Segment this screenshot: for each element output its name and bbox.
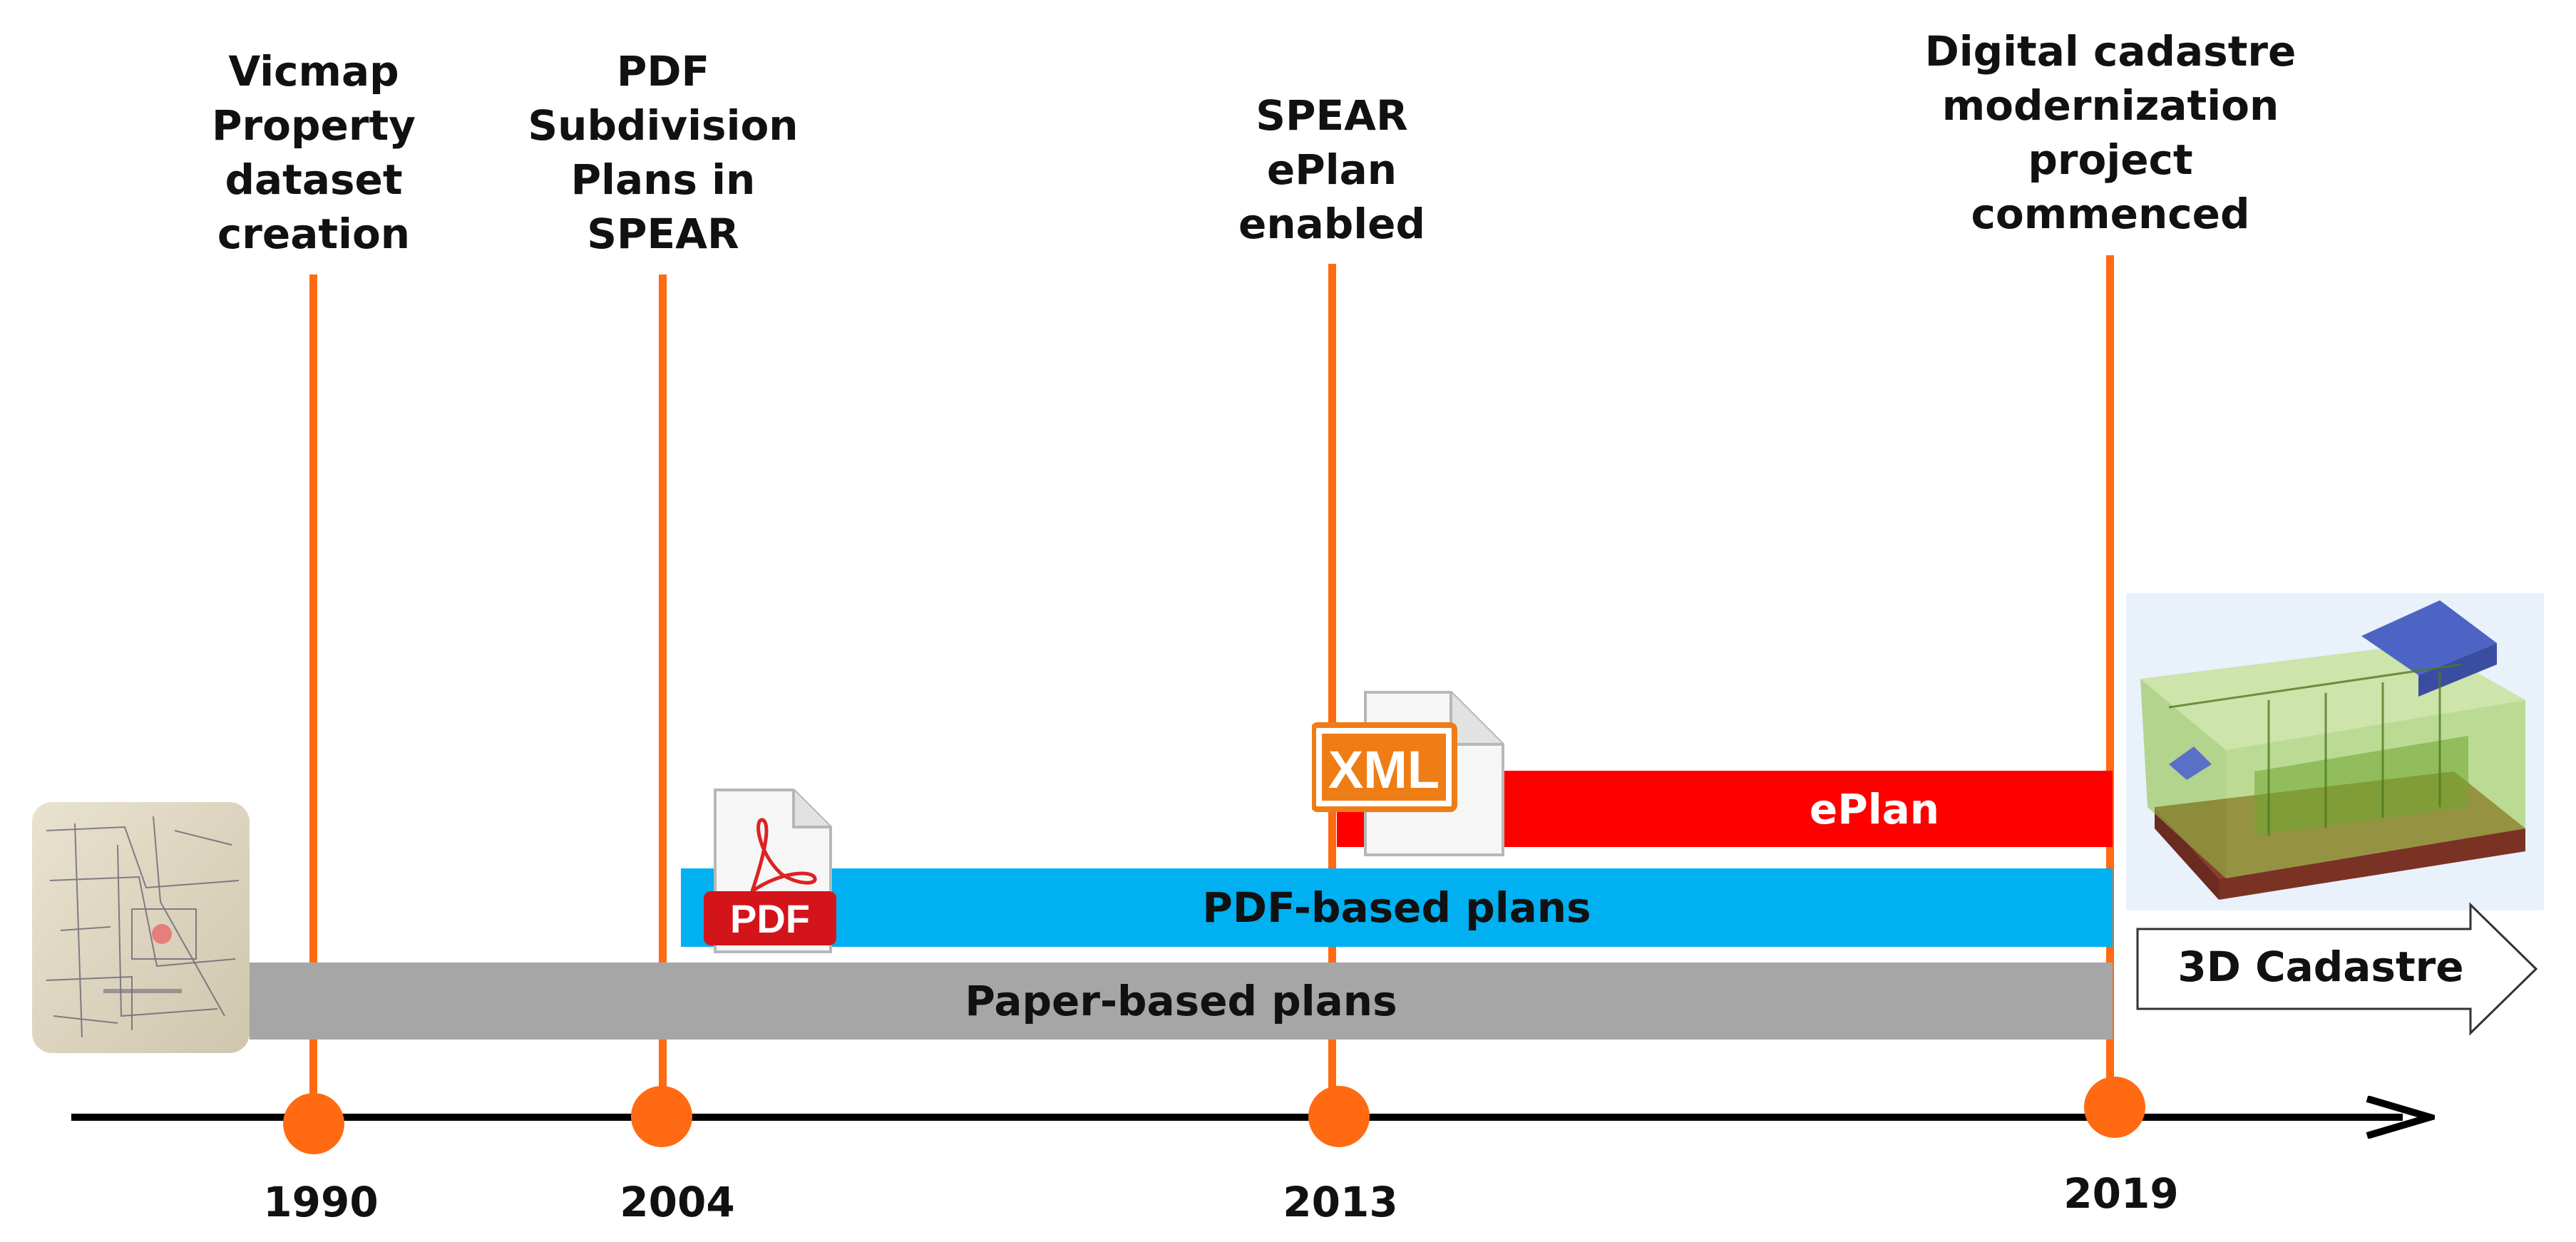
pdf-file-icon: PDF <box>704 789 836 953</box>
paper-plan-image <box>32 802 250 1053</box>
milestone-line-2019 <box>2106 255 2114 1111</box>
3d-cadastre-model-image <box>2126 593 2544 910</box>
paper-plans-bar: Paper-based plans <box>250 963 2113 1040</box>
pdf-icon-text: PDF <box>730 896 810 941</box>
milestone-label-2004: PDF Subdivision Plans in SPEAR <box>528 47 799 258</box>
timeline-arrow-head <box>2366 1096 2435 1139</box>
milestone-line-2013 <box>1328 264 1336 1116</box>
milestone-label-2019: Digital cadastre modernization project c… <box>1924 27 2297 238</box>
paper-plans-label: Paper-based plans <box>965 977 1397 1025</box>
pdf-plans-bar: PDF-based plans <box>681 868 2113 947</box>
milestone-label-1990: Vicmap Property dataset creation <box>212 47 416 258</box>
timeline-axis <box>71 1114 2403 1121</box>
pdf-plans-label: PDF-based plans <box>1202 883 1591 932</box>
3d-cadastre-arrow <box>2136 902 2538 1036</box>
milestone-dot-2004 <box>631 1086 692 1147</box>
3d-cadastre-label: 3D Cadastre <box>2177 943 2464 991</box>
milestone-dot-2013 <box>1308 1086 1370 1147</box>
milestone-line-2004 <box>659 274 667 1116</box>
xml-icon-text: XML <box>1328 740 1440 799</box>
year-label-2019: 2019 <box>2063 1169 2179 1218</box>
milestone-line-1990 <box>309 274 317 1119</box>
milestone-dot-1990 <box>283 1093 344 1154</box>
eplan-label: ePlan <box>1809 784 1940 833</box>
year-label-2013: 2013 <box>1283 1178 1398 1226</box>
milestone-dot-2019 <box>2084 1077 2145 1138</box>
year-label-2004: 2004 <box>620 1178 735 1226</box>
xml-file-icon: XML <box>1312 691 1504 856</box>
year-label-1990: 1990 <box>263 1178 379 1226</box>
milestone-label-2013: SPEAR ePlan enabled <box>1238 91 1426 248</box>
